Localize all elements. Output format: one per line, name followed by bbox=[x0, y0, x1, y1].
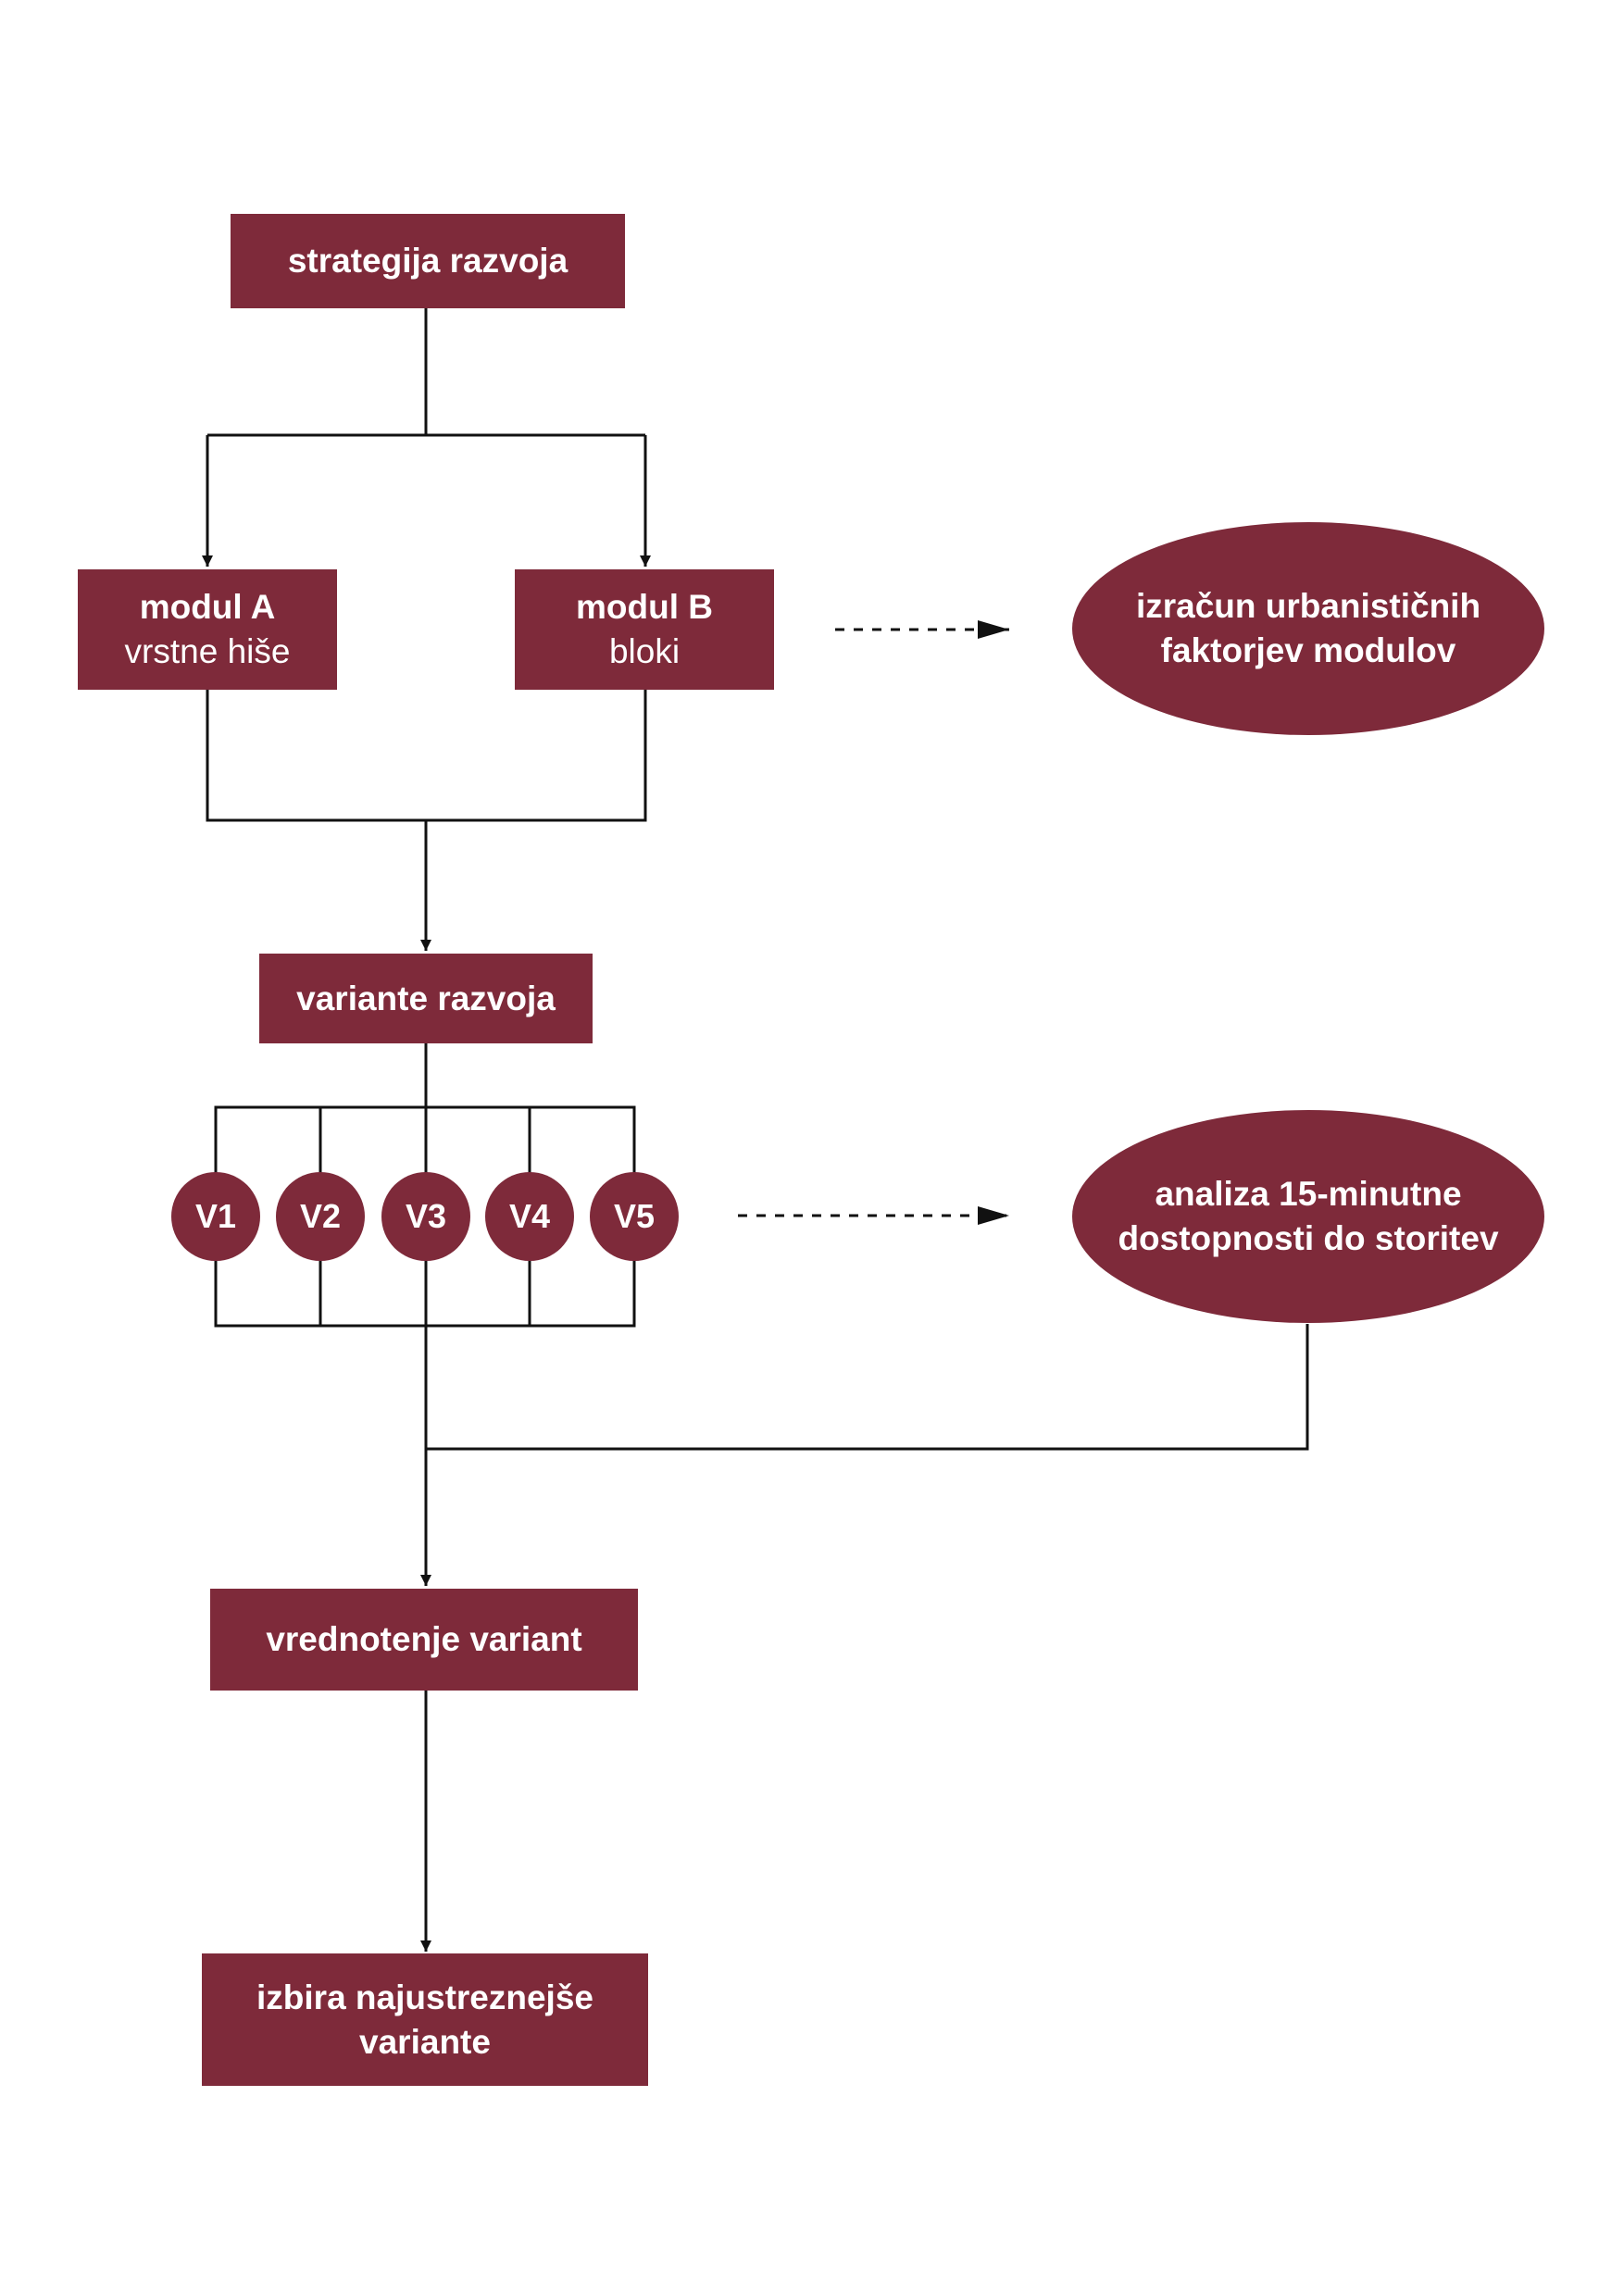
factors-ellipse: izračun urbanističnih faktorjev modulov bbox=[1072, 522, 1544, 735]
module-b-box: modul B bloki bbox=[515, 569, 774, 690]
analysis-line-2: dostopnosti do storitev bbox=[1118, 1219, 1499, 1257]
evaluation-box: vrednotenje variant bbox=[210, 1589, 638, 1691]
variant-circle-v5-label: V5 bbox=[613, 1197, 656, 1235]
factors-line-2: faktorjev modulov bbox=[1160, 631, 1456, 669]
strategy-label: strategija razvoja bbox=[287, 242, 568, 280]
variant-circle-v2-label: V2 bbox=[299, 1197, 342, 1235]
variants-label: variante razvoja bbox=[296, 979, 556, 1017]
edge-variants-to-circles-top bbox=[214, 1043, 636, 1181]
analysis-line-1: analiza 15-minutne bbox=[1155, 1175, 1462, 1213]
variant-circle-v2: V2 bbox=[276, 1172, 365, 1261]
variant-circle-v3-label: V3 bbox=[405, 1197, 447, 1235]
selection-box: izbira najustreznejše variante bbox=[202, 1953, 648, 2086]
variant-circle-v1: V1 bbox=[171, 1172, 260, 1261]
variant-circle-v3: V3 bbox=[381, 1172, 470, 1261]
variant-circle-v4: V4 bbox=[485, 1172, 574, 1261]
factors-line-1: izračun urbanističnih bbox=[1135, 587, 1481, 625]
variants-box: variante razvoja bbox=[259, 954, 593, 1043]
edge-circles-bottom-bracket bbox=[214, 1259, 636, 1328]
edge-modules-merge bbox=[206, 690, 647, 822]
module-a-label: modul A bbox=[139, 588, 276, 626]
strategy-box: strategija razvoja bbox=[231, 214, 625, 308]
module-a-sublabel: vrstne hiše bbox=[124, 632, 291, 670]
evaluation-label: vrednotenje variant bbox=[266, 1620, 582, 1658]
selection-line-1: izbira najustreznejše bbox=[256, 1978, 593, 2016]
edge-strategy-split bbox=[207, 308, 645, 437]
variant-circle-v5: V5 bbox=[590, 1172, 679, 1261]
variant-circle-v4-label: V4 bbox=[508, 1197, 551, 1235]
selection-line-2: variante bbox=[359, 2022, 491, 2061]
module-b-sublabel: bloki bbox=[608, 632, 681, 670]
module-b-label: modul B bbox=[576, 588, 713, 626]
analysis-ellipse: analiza 15-minutne dostopnosti do storit… bbox=[1072, 1110, 1544, 1323]
edge-analysis-to-evaluation-join bbox=[426, 1324, 1309, 1451]
module-a-box: modul A vrstne hiše bbox=[78, 569, 337, 690]
variant-circle-v1-label: V1 bbox=[194, 1197, 237, 1235]
